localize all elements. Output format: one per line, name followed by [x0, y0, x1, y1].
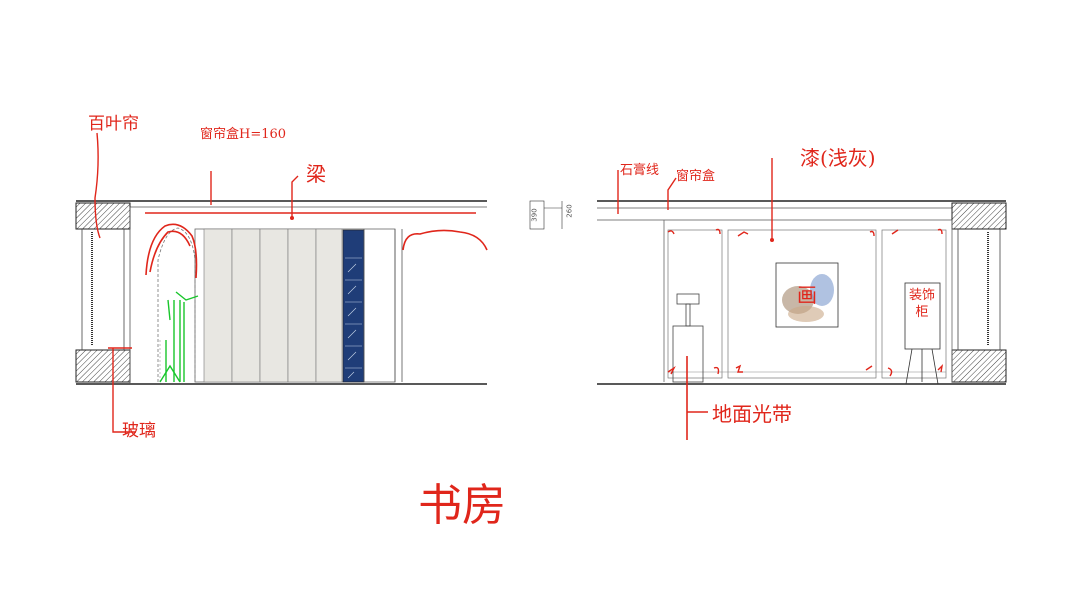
easel-board — [904, 282, 941, 350]
stand-base — [672, 325, 704, 383]
annotation-blinds: 百叶帘 — [88, 114, 139, 134]
accent-panel — [342, 229, 365, 383]
panel-2 — [231, 228, 261, 383]
annotation-glass: 玻璃 — [122, 421, 156, 441]
annotation-easel: 装饰柜 — [908, 288, 935, 320]
panel-4 — [287, 228, 317, 383]
right-elevation — [529, 158, 1007, 440]
left-elevation — [75, 132, 488, 433]
dimension-260: 260 — [565, 204, 574, 218]
annotation-paint: 漆(浅灰) — [800, 146, 876, 170]
annotation-plaster-line: 石膏线 — [620, 163, 660, 178]
dimension-390: 390 — [530, 208, 539, 222]
annotation-curtain-box-right: 窗帘盒 — [676, 169, 716, 184]
right-column-bottom — [951, 349, 1007, 383]
annotation-floor-light: 地面光带 — [712, 402, 792, 426]
left-column-top — [75, 202, 131, 230]
panel-1 — [203, 228, 233, 383]
left-column-bottom — [75, 349, 131, 383]
drawing-title: 书房 — [418, 480, 506, 531]
right-column-top — [951, 202, 1007, 230]
annotation-beam: 梁 — [306, 162, 326, 186]
panel-5 — [315, 228, 343, 383]
plant-sketch — [159, 291, 199, 383]
annotation-painting: 画 — [797, 283, 817, 307]
stand-top — [676, 293, 700, 305]
arch-sketch — [145, 223, 198, 279]
panel-3 — [259, 228, 289, 383]
annotation-curtain-box: 窗帘盒H=160 — [200, 127, 287, 142]
